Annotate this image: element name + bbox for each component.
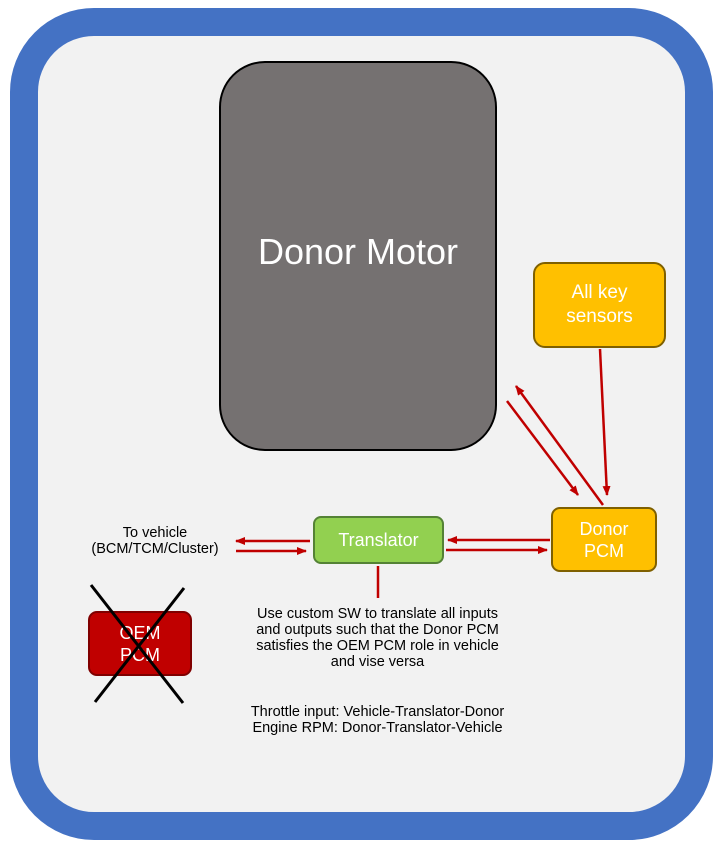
note-line-4: and vise versa [330, 654, 425, 670]
signal-flows-note: Throttle input: Vehicle-Translator-Donor… [205, 704, 550, 736]
cross-out-icon [89, 584, 186, 704]
donor-pcm-label-line-2: PCM [584, 540, 624, 561]
rpm-flow-line: Engine RPM: Donor-Translator-Vehicle [252, 720, 503, 736]
throttle-flow-line: Throttle input: Vehicle-Translator-Donor [250, 704, 505, 720]
donor-pcm-label-line-1: Donor [579, 518, 629, 539]
key-sensors-box: All key sensors [533, 262, 666, 348]
donor-pcm-box: Donor PCM [551, 507, 657, 572]
note-line-3: satisfies the OEM PCM role in vehicle [256, 638, 499, 654]
translator-label: Translator [338, 529, 419, 550]
key-sensors-label-line-1: All key [571, 282, 628, 303]
arrow-motor-to-pcm [506, 400, 579, 496]
to-vehicle-line-2: (BCM/TCM/Cluster) [91, 541, 219, 557]
note-line-2: and outputs such that the Donor PCM [256, 622, 499, 638]
key-sensors-label-line-2: sensors [566, 306, 633, 327]
arrow-pcm-to-motor [514, 385, 605, 506]
arrow-sensors-to-pcm [598, 348, 611, 496]
translation-note: Use custom SW to translate all inputs an… [205, 606, 550, 670]
oem-pcm-label-line-1: OEM [119, 622, 161, 643]
note-line-1: Use custom SW to translate all inputs [257, 606, 498, 622]
donor-motor-label: Donor Motor [257, 231, 459, 272]
translator-box: Translator [313, 516, 444, 564]
to-vehicle-label: To vehicle (BCM/TCM/Cluster) [60, 525, 250, 557]
to-vehicle-line-1: To vehicle [122, 525, 188, 541]
donor-motor-box: Donor Motor [219, 61, 497, 451]
